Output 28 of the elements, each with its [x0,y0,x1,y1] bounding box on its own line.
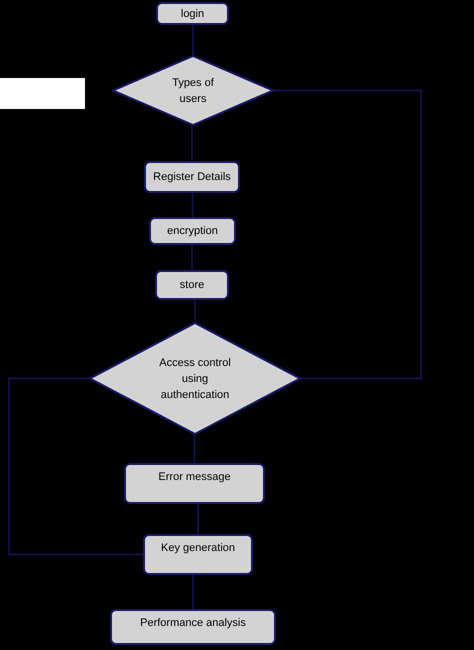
process-box [110,609,276,645]
process-box [155,270,229,300]
process-box [144,161,240,193]
process-label: Performance analysis [140,616,246,630]
decision-label: Types of users [171,76,215,106]
connector-line [194,435,196,463]
connector-line [192,575,194,609]
connector-line [194,300,196,322]
process-label: encryption [167,224,218,238]
process-box [149,217,236,245]
connector-line [192,193,194,217]
connector-line [8,378,143,556]
connector-line [191,126,193,161]
process-box [156,2,229,25]
connector-line [191,245,193,270]
decision-label: Access control using authentication [158,356,232,402]
connector-line [274,90,422,380]
decision-diamond [89,322,301,435]
connector-line [197,504,199,534]
process-label: login [180,6,204,20]
process-box [143,534,253,575]
decision-diamond [112,55,274,126]
connector-line [192,25,194,55]
process-box [124,463,265,504]
process-label: Key generation [161,541,235,555]
process-label: store [180,278,204,292]
process-label: Register Details [153,170,231,184]
process-label: Error message [158,470,231,484]
